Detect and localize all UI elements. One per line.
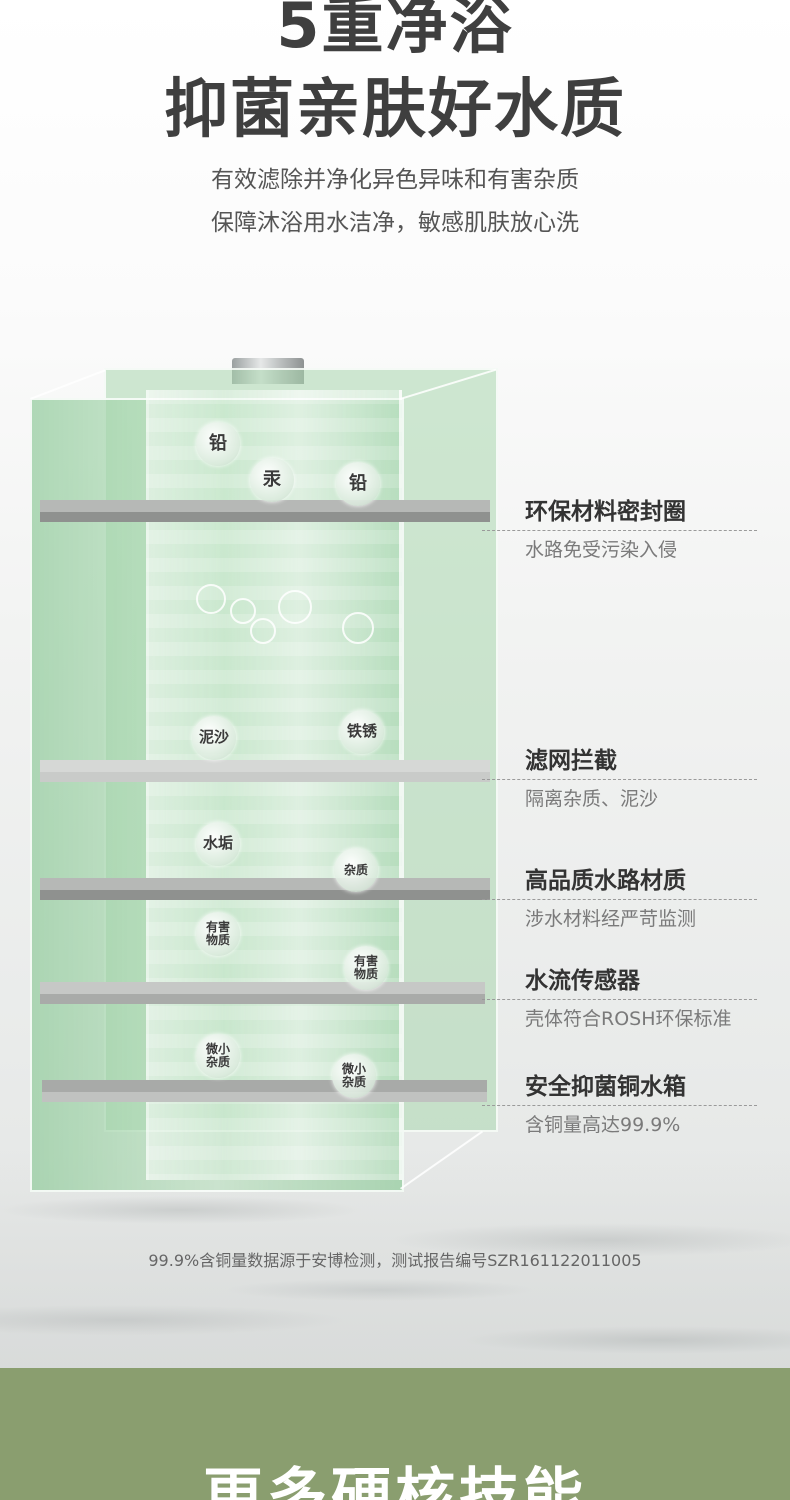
feature-title: 高品质水路材质 xyxy=(525,868,686,894)
feature-desc: 水路免受污染入侵 xyxy=(525,539,678,561)
leader-line xyxy=(482,899,757,900)
microbe-icon xyxy=(196,584,226,614)
feature-label: 高品质水路材质 涉水材料经严苛监测 xyxy=(482,861,757,931)
contaminant-bubble: 泥沙 xyxy=(192,716,236,760)
headline-line2: 抑菌亲肤好水质 xyxy=(164,73,626,147)
feature-title: 环保材料密封圈 xyxy=(525,499,686,525)
microbe-icon xyxy=(342,612,374,644)
filter-layer-2 xyxy=(40,760,490,782)
footnote: 99.9%含铜量数据源于安博检测，测试报告编号SZR161122011005 xyxy=(148,1251,642,1270)
contaminant-bubble: 汞 xyxy=(250,458,294,502)
contaminant-bubble: 杂质 xyxy=(334,848,378,892)
contaminant-bubble: 有害 物质 xyxy=(196,912,240,956)
contaminant-bubble: 有害 物质 xyxy=(344,946,388,990)
leader-line xyxy=(482,1105,757,1106)
feature-title: 滤网拦截 xyxy=(525,748,617,774)
next-section-title: 更多硬核技能 xyxy=(203,1462,587,1500)
feature-label: 滤网拦截 隔离杂质、泥沙 xyxy=(482,741,757,811)
filter-layer-4 xyxy=(40,982,485,1004)
microbe-icon xyxy=(230,598,256,624)
contaminant-bubble: 微小 杂质 xyxy=(332,1054,376,1098)
subtitle-line1: 有效滤除并净化异色异味和有害杂质 xyxy=(211,167,579,193)
feature-label: 环保材料密封圈 水路免受污染入侵 xyxy=(482,492,757,562)
contaminant-bubble: 铅 xyxy=(336,462,380,506)
feature-title: 安全抑菌铜水箱 xyxy=(525,1074,686,1100)
feature-desc: 涉水材料经严苛监测 xyxy=(525,908,697,930)
water-tank-illustration: 铅 汞 铅 泥沙 铁锈 水垢 杂质 有害 物质 有害 物质 微小 杂质 微小 杂… xyxy=(0,350,520,1210)
filter-layer-3 xyxy=(40,878,490,900)
feature-desc: 壳体符合ROSH环保标准 xyxy=(525,1008,732,1030)
microbe-icon xyxy=(278,590,312,624)
contaminant-bubble: 水垢 xyxy=(196,822,240,866)
leader-line xyxy=(482,779,757,780)
subtitle-line2: 保障沐浴用水洁净，敏感肌肤放心洗 xyxy=(211,210,579,236)
microbe-icon xyxy=(250,618,276,644)
contaminant-bubble: 微小 杂质 xyxy=(196,1034,240,1078)
contaminant-bubble: 铅 xyxy=(196,422,240,466)
feature-label: 水流传感器 壳体符合ROSH环保标准 xyxy=(482,961,757,1031)
tank-edge xyxy=(400,1130,484,1190)
filter-layer-5 xyxy=(42,1080,487,1102)
contaminant-bubble: 铁锈 xyxy=(340,710,384,754)
feature-title: 水流传感器 xyxy=(525,968,640,994)
filter-layer-1 xyxy=(40,500,490,522)
feature-desc: 含铜量高达99.9% xyxy=(525,1114,681,1136)
tank-edge xyxy=(30,369,106,400)
next-section-banner: 更多硬核技能 xyxy=(0,1368,790,1500)
feature-label: 安全抑菌铜水箱 含铜量高达99.9% xyxy=(482,1067,757,1137)
leader-line xyxy=(482,999,757,1000)
leader-line xyxy=(482,530,757,531)
headline-line1: 5重净浴 xyxy=(276,0,514,62)
feature-desc: 隔离杂质、泥沙 xyxy=(525,788,659,810)
